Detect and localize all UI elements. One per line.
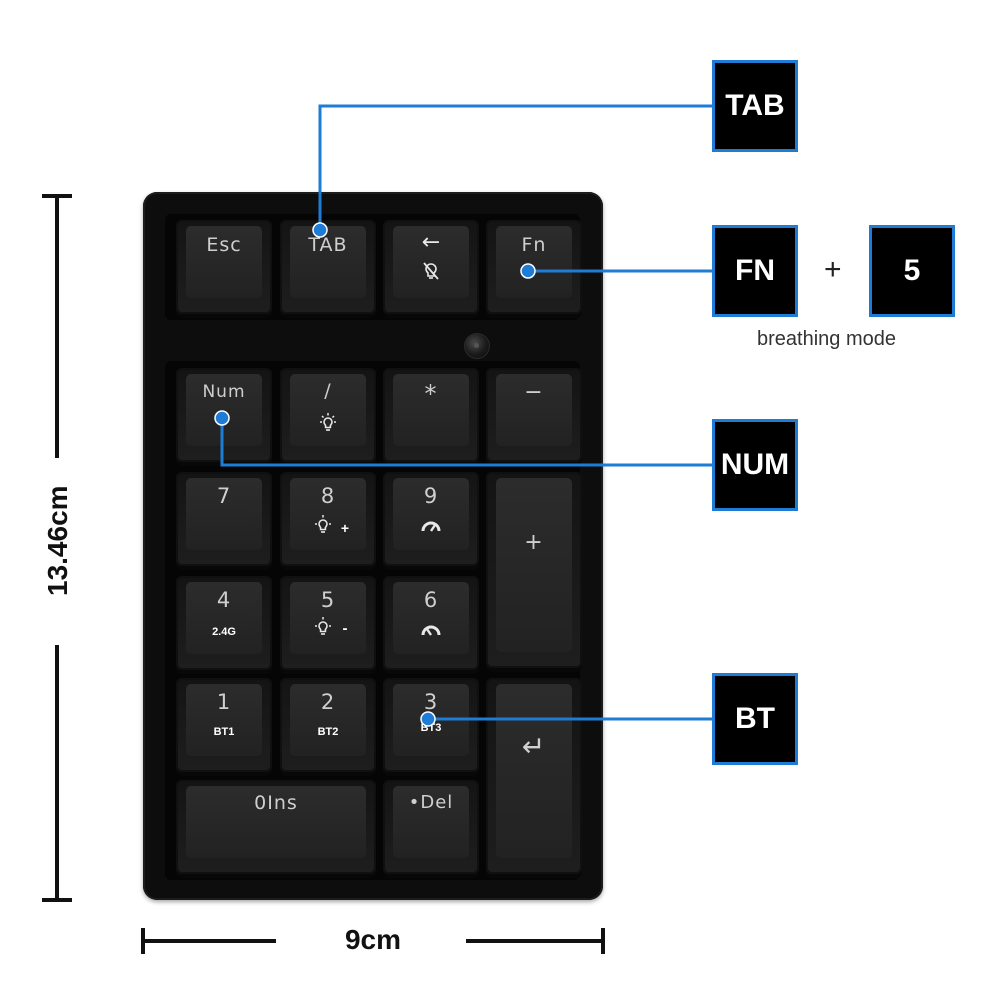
key-slash[interactable]: / bbox=[280, 368, 376, 462]
key-0[interactable]: 0Ins bbox=[176, 780, 376, 874]
callout-num: NUM bbox=[712, 419, 798, 511]
brightness-plus-text: + bbox=[340, 520, 350, 536]
key-6[interactable]: 6 bbox=[383, 576, 479, 670]
knob-indicator bbox=[464, 333, 490, 359]
callout-fn: FN bbox=[712, 225, 798, 317]
light-off-icon bbox=[383, 260, 479, 287]
key-plus[interactable]: + bbox=[486, 472, 582, 668]
speed-up-icon bbox=[383, 516, 479, 539]
key-del[interactable]: •Del bbox=[383, 780, 479, 874]
key-2-label: 2 bbox=[320, 690, 336, 714]
key-4-sublabel: 2.4G bbox=[212, 626, 236, 638]
key-fn-label: Fn bbox=[521, 234, 547, 256]
key-9-label: 9 bbox=[423, 484, 439, 508]
light-icon bbox=[280, 412, 376, 439]
key-esc[interactable]: Esc bbox=[176, 220, 272, 314]
key-tab-label: TAB bbox=[308, 234, 348, 256]
key-1[interactable]: 1 BT1 bbox=[176, 678, 272, 772]
enter-icon: ↵ bbox=[521, 730, 547, 763]
brightness-down-icon bbox=[270, 616, 376, 643]
key-asterisk-label: * bbox=[424, 380, 438, 408]
speed-down-icon bbox=[383, 620, 479, 643]
key-1-label: 1 bbox=[216, 690, 232, 714]
key-minus[interactable]: − bbox=[486, 368, 582, 462]
height-dimension-label: 13.46cm bbox=[42, 485, 73, 596]
key-slash-label: / bbox=[324, 380, 332, 402]
width-dimension-label: 9cm bbox=[344, 924, 402, 955]
brightness-minus-text: - bbox=[342, 620, 348, 637]
key-minus-label: − bbox=[524, 380, 544, 405]
key-5-label: 5 bbox=[320, 588, 336, 612]
key-asterisk[interactable]: * bbox=[383, 368, 479, 462]
key-num-label: Num bbox=[202, 382, 246, 402]
key-1-sublabel: BT1 bbox=[213, 726, 235, 738]
key-3-label: 3 bbox=[423, 690, 439, 714]
key-2[interactable]: 2 BT2 bbox=[280, 678, 376, 772]
key-5[interactable]: 5 - bbox=[280, 576, 376, 670]
key-6-label: 6 bbox=[423, 588, 439, 612]
callout-five: 5 bbox=[869, 225, 955, 317]
key-esc-label: Esc bbox=[206, 234, 242, 256]
breathing-mode-caption: breathing mode bbox=[757, 328, 896, 350]
key-7-label: 7 bbox=[216, 484, 232, 508]
key-del-label: •Del bbox=[408, 792, 454, 813]
key-9[interactable]: 9 bbox=[383, 472, 479, 566]
key-2-sublabel: BT2 bbox=[317, 726, 339, 738]
key-8[interactable]: 8 + bbox=[280, 472, 376, 566]
key-8-label: 8 bbox=[320, 484, 336, 508]
callout-bt: BT bbox=[712, 673, 798, 765]
key-tab[interactable]: TAB bbox=[280, 220, 376, 314]
key-num[interactable]: Num bbox=[176, 368, 272, 462]
key-4[interactable]: 4 2.4G bbox=[176, 576, 272, 670]
brightness-up-icon bbox=[270, 514, 376, 541]
key-7[interactable]: 7 bbox=[176, 472, 272, 566]
callout-tab: TAB bbox=[712, 60, 798, 152]
backspace-arrow-icon: ← bbox=[421, 230, 441, 255]
key-backspace[interactable]: ← bbox=[383, 220, 479, 314]
key-0-label: 0Ins bbox=[254, 792, 298, 814]
callout-plus: + bbox=[824, 253, 842, 286]
key-enter[interactable]: ↵ bbox=[486, 678, 582, 874]
key-plus-label: + bbox=[524, 530, 544, 555]
key-4-label: 4 bbox=[216, 588, 232, 612]
